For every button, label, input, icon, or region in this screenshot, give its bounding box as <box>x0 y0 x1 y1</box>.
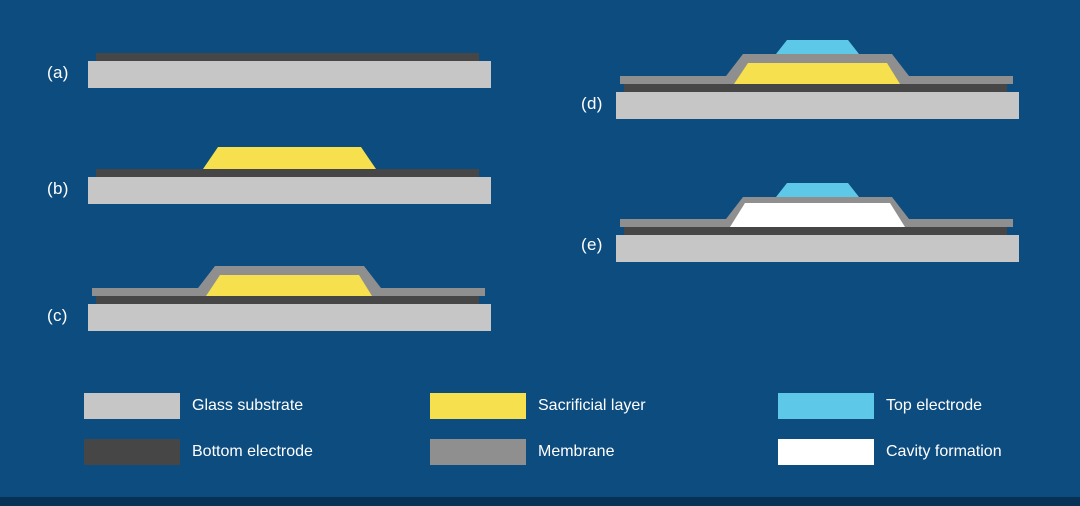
bottom-electrode-layer <box>96 53 479 61</box>
legend-item-top-electrode: Top electrode <box>778 393 982 419</box>
cavity-formation-swatch <box>778 439 874 465</box>
cavity-formation-label: Cavity formation <box>886 443 1002 460</box>
bottom-electrode-layer <box>624 227 1007 235</box>
step-c-svg <box>88 266 491 331</box>
step-d-figure <box>616 24 1026 119</box>
bottom-electrode-layer <box>624 84 1007 92</box>
glass-substrate-layer <box>88 177 491 204</box>
legend-item-bottom-electrode: Bottom electrode <box>84 439 313 465</box>
step-e-svg <box>616 183 1019 262</box>
sacrificial-layer <box>203 147 376 169</box>
membrane-label: Membrane <box>538 443 615 460</box>
top-electrode-label: Top electrode <box>886 397 983 414</box>
membrane-swatch <box>430 439 526 465</box>
step-e-label: (e) <box>581 235 603 254</box>
step-c-figure <box>88 236 498 331</box>
glass-substrate-swatch <box>84 393 180 419</box>
bottom-electrode-label: Bottom electrode <box>192 443 313 460</box>
step-e-figure <box>616 167 1026 262</box>
bottom-border-band <box>0 497 1080 506</box>
top-electrode-swatch <box>778 393 874 419</box>
step-b-svg <box>88 147 491 204</box>
sacrificial-layer <box>206 275 372 296</box>
glass-substrate-layer <box>616 235 1019 262</box>
glass-substrate-layer <box>88 304 491 331</box>
sacrificial-layer-label: Sacrificial layer <box>538 397 646 414</box>
step-a-label: (a) <box>47 63 69 82</box>
bottom-electrode-layer <box>96 296 479 304</box>
step-d-label: (d) <box>581 94 603 113</box>
step-b-label: (b) <box>47 179 69 198</box>
legend-item-sacrificial-layer: Sacrificial layer <box>430 393 646 419</box>
step-d-svg <box>616 40 1019 119</box>
legend-item-glass-substrate: Glass substrate <box>84 393 303 419</box>
bottom-electrode-swatch <box>84 439 180 465</box>
step-a-svg <box>88 53 491 88</box>
glass-substrate-layer <box>616 92 1019 119</box>
step-a-figure <box>88 0 498 88</box>
legend-item-membrane: Membrane <box>430 439 614 465</box>
step-b-figure <box>88 109 498 204</box>
glass-substrate-layer <box>88 61 491 88</box>
top-electrode-layer <box>776 40 859 54</box>
glass-substrate-label: Glass substrate <box>192 397 304 414</box>
sacrificial-layer-swatch <box>430 393 526 419</box>
cavity-layer <box>730 203 905 227</box>
sacrificial-layer <box>734 63 900 84</box>
legend-item-cavity-formation: Cavity formation <box>778 439 1002 465</box>
step-c-label: (c) <box>47 306 68 325</box>
top-electrode-layer <box>776 183 859 197</box>
bottom-electrode-layer <box>96 169 479 177</box>
